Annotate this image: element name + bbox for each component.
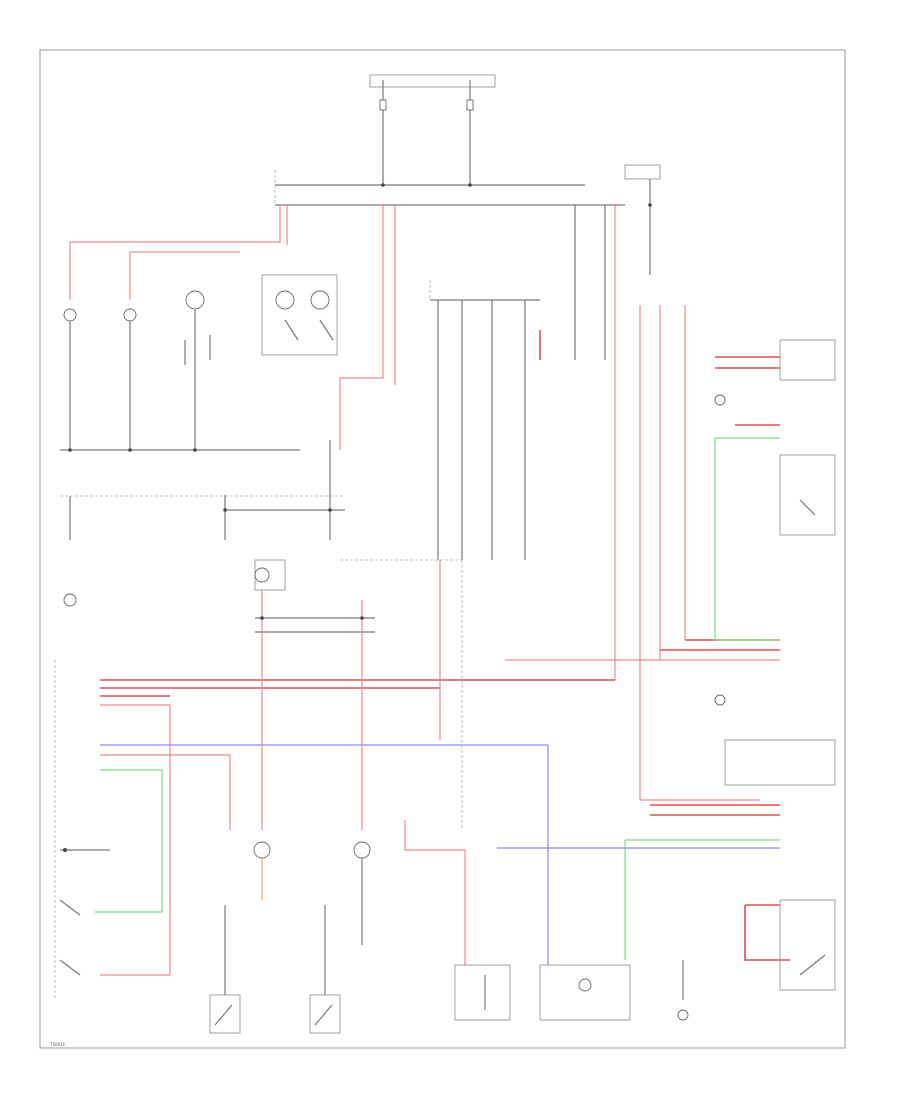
diagram-frame xyxy=(39,49,846,1049)
signal-bus xyxy=(95,560,615,976)
lamps-upper-left xyxy=(63,290,211,450)
right-side-wires xyxy=(497,205,790,961)
junction-dots xyxy=(68,183,652,620)
relay-box xyxy=(261,274,338,356)
top-fuse-block xyxy=(274,74,661,275)
center-connector xyxy=(340,205,606,830)
right-components xyxy=(714,339,836,991)
left-switches xyxy=(54,660,110,1000)
ground-buses xyxy=(60,440,345,607)
center-relay xyxy=(254,559,375,830)
bottom-lamps xyxy=(209,841,371,1034)
red-feed-wires xyxy=(69,205,396,450)
footer-code: TS0011 xyxy=(49,1042,66,1047)
bottom-modules xyxy=(404,820,689,1021)
